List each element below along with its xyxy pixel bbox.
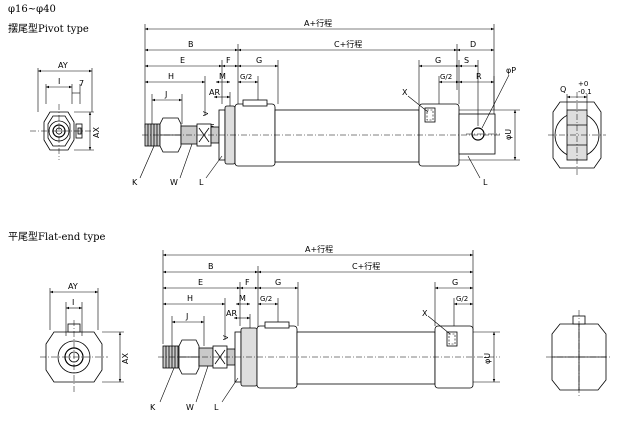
pivot-l-left-label: L <box>199 178 204 187</box>
flat-e-label: E <box>198 278 203 287</box>
pivot-h-label: H <box>168 72 174 81</box>
pivot-ay-label: AY <box>58 61 68 70</box>
pivot-k-label: K <box>132 178 138 187</box>
pivot-x-label: X <box>402 88 408 97</box>
pivot-c-stroke-label: C+行程 <box>334 39 362 49</box>
flat-f-label: F <box>245 278 250 287</box>
flat-a-stroke-label: A+行程 <box>305 244 333 254</box>
pivot-l-right-label: L <box>483 178 488 187</box>
pivot-g-half-right-label: G/2 <box>440 73 452 81</box>
pivot-ax-label: AX <box>92 127 101 138</box>
pivot-phi-p-label: φP <box>506 66 516 75</box>
flat-type-title: 平尾型Flat-end type <box>8 230 106 243</box>
pivot-seven-label: 7 <box>79 79 84 88</box>
pivot-g-label: G <box>256 56 262 65</box>
pivot-phi-u-label: φU <box>504 129 513 140</box>
pivot-j-label: J <box>164 90 167 99</box>
flat-v-label: V <box>222 335 230 340</box>
pivot-f-label: F <box>226 56 231 65</box>
flat-phi-u-label: φU <box>483 353 492 364</box>
pivot-type-title: 摆尾型Pivot type <box>8 22 89 35</box>
pivot-s-label: S <box>464 56 469 65</box>
pivot-a-stroke-label: A+行程 <box>304 18 332 28</box>
pivot-g-right-label: G <box>435 56 441 65</box>
pivot-q-label: Q <box>560 85 566 94</box>
pivot-r-label: R <box>476 72 482 81</box>
flat-k-label: K <box>150 403 156 412</box>
flat-g-half-label: G/2 <box>260 295 272 303</box>
flat-h-label: H <box>187 294 193 303</box>
pivot-right-end-view: Q +0 -0.1 <box>548 80 606 176</box>
flat-g-label: G <box>275 278 281 287</box>
flat-l-label: L <box>214 403 219 412</box>
pivot-m-label: M <box>219 72 226 81</box>
pivot-g-half-label: G/2 <box>240 73 252 81</box>
pivot-i-label: I <box>58 77 60 86</box>
flat-x-label: X <box>422 309 428 318</box>
flat-w-label: W <box>186 403 194 412</box>
flat-ay-label: AY <box>68 282 78 291</box>
pivot-ar-label: AR <box>209 88 220 97</box>
pivot-tol-plus-label: +0 <box>578 80 588 88</box>
pivot-w-label: W <box>170 178 178 187</box>
flat-right-end-view <box>546 310 612 398</box>
pivot-side-view: A+行程 B C+行程 D E F G H M G/2 J A <box>132 18 520 187</box>
flat-m-label: M <box>239 294 246 303</box>
flat-ar-label: AR <box>226 309 237 318</box>
flat-c-stroke-label: C+行程 <box>352 261 380 271</box>
pivot-v-label: V <box>202 111 210 116</box>
flat-j-label: J <box>185 312 188 321</box>
pivot-tol-minus-label: -0.1 <box>578 88 592 96</box>
flat-side-view: A+行程 B C+行程 E F G H M G/2 J AR V <box>150 244 500 412</box>
pivot-b-label: B <box>188 40 194 49</box>
pivot-d-label: D <box>470 40 476 49</box>
pivot-e-label: E <box>180 56 185 65</box>
flat-ax-label: AX <box>121 353 130 364</box>
pivot-left-end-view: AY I 7 AX <box>30 61 101 160</box>
flat-b-label: B <box>208 262 214 271</box>
flat-left-end-view: AY I AX <box>40 282 130 392</box>
flat-i-label: I <box>72 298 74 307</box>
size-range: φ16~φ40 <box>8 4 56 15</box>
flat-g-right-label: G <box>452 278 458 287</box>
flat-g-half-right-label: G/2 <box>456 295 468 303</box>
